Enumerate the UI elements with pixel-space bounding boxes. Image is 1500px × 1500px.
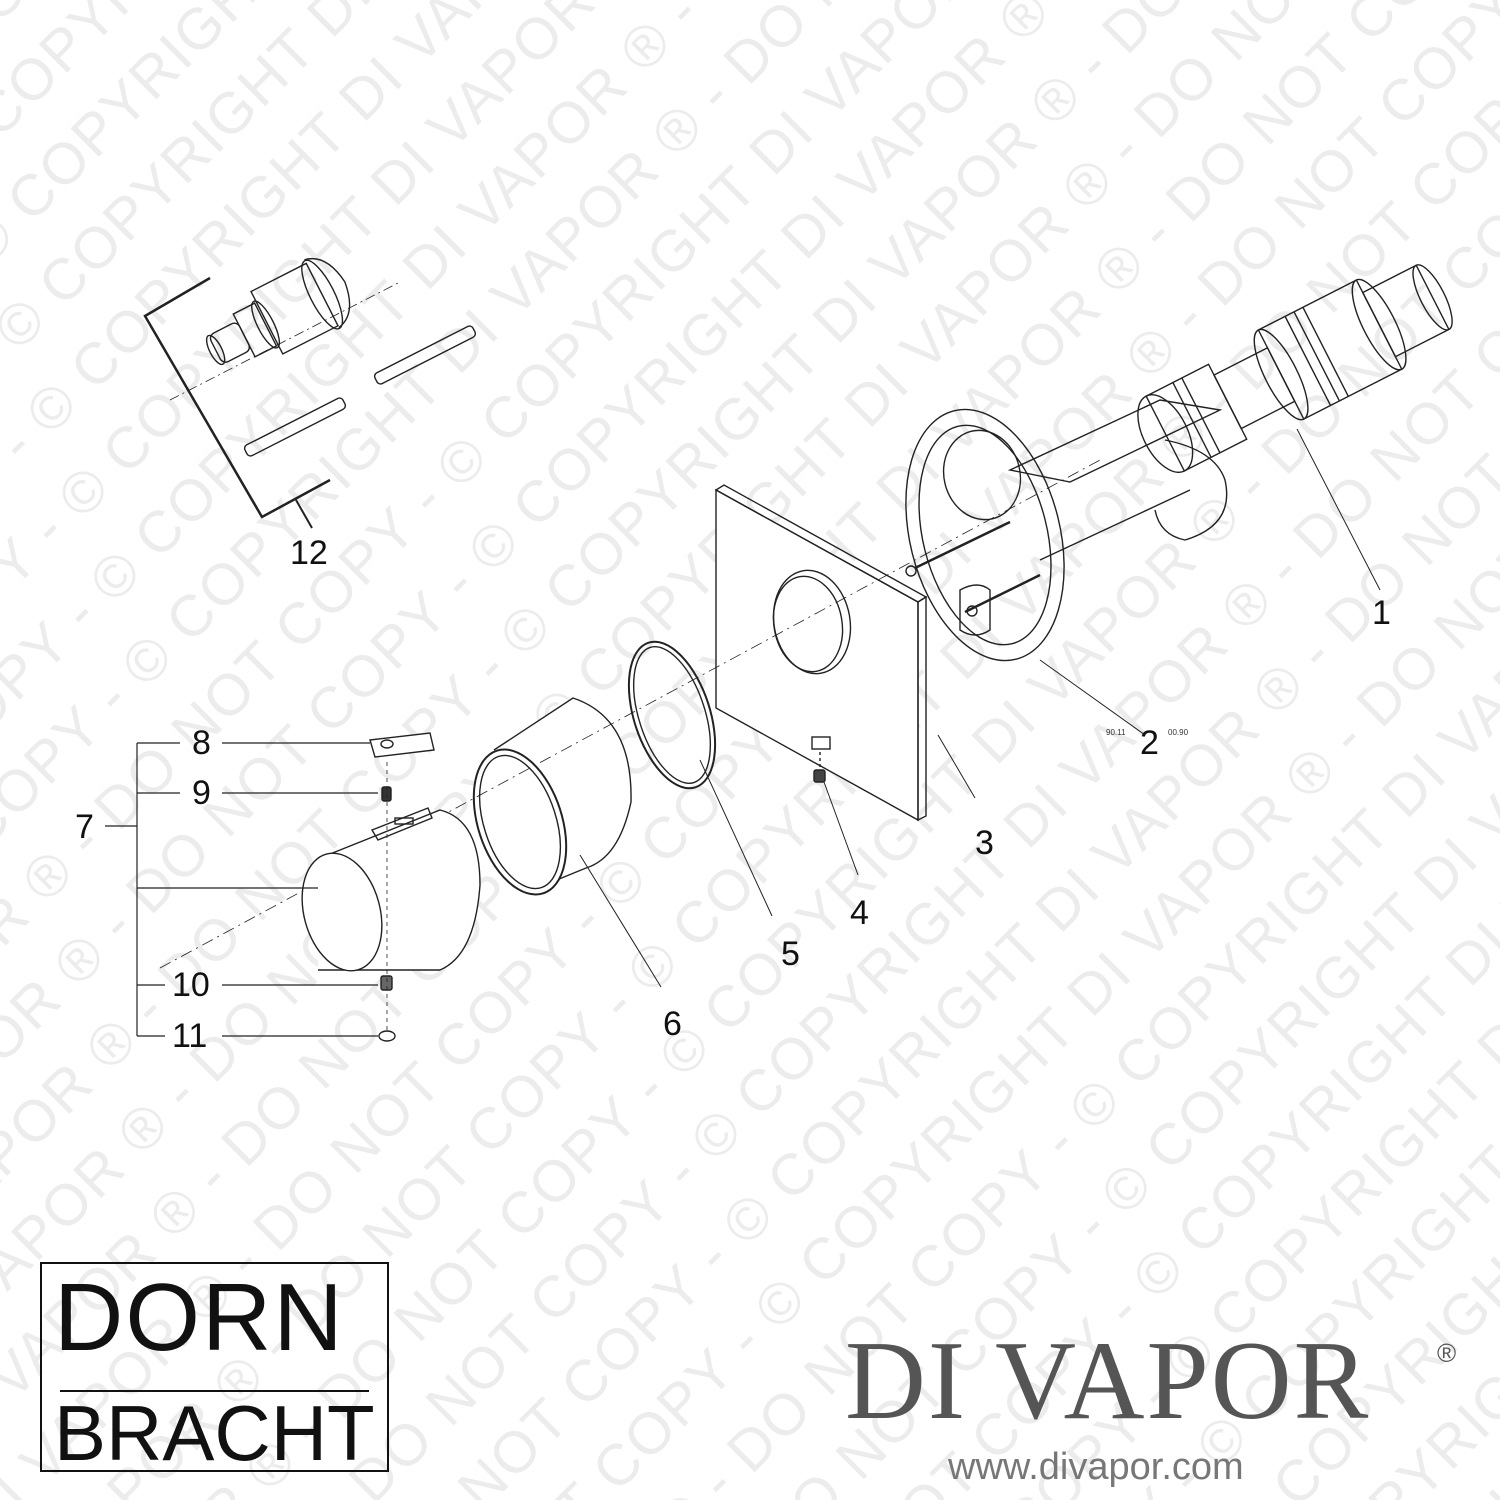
dornbracht-logo: DORN BRACHT	[40, 1262, 389, 1472]
callout-11: 11	[172, 1017, 208, 1055]
callout-5: 5	[781, 935, 800, 973]
registered-mark: ®	[1437, 1338, 1457, 1368]
part-6-sleeve	[472, 697, 662, 988]
callout-8: 8	[192, 724, 211, 762]
part-11-screw	[378, 1030, 396, 1042]
part-2-code-right: 00.90	[1168, 728, 1189, 737]
callout-4: 4	[850, 894, 869, 932]
dornbracht-logo-divider	[60, 1390, 369, 1392]
callout-10: 10	[172, 966, 210, 1004]
part-12-extension-set	[143, 258, 477, 529]
part-9-grub-screw	[381, 786, 392, 802]
part-3-cover-plate	[714, 484, 976, 822]
callout-leaders-7-11	[105, 742, 378, 1037]
part-5-o-ring	[627, 640, 773, 917]
callout-9: 9	[192, 774, 211, 812]
part-2-mounting-ring	[905, 399, 1228, 736]
part-1-cartridge	[1137, 264, 1453, 591]
dornbracht-logo-top: DORN	[54, 1264, 345, 1371]
part-8-cap	[369, 732, 435, 758]
callout-6: 6	[663, 1005, 682, 1043]
divapor-url[interactable]: www.divapor.com	[948, 1446, 1244, 1488]
callout-1: 1	[1372, 594, 1391, 632]
part-4-set-screw	[813, 752, 859, 876]
part-10-insert	[380, 975, 393, 991]
callout-2: 2	[1140, 724, 1159, 762]
divapor-logo: DI VAPOR	[845, 1319, 1371, 1443]
part-7-handle	[301, 807, 481, 972]
dornbracht-logo-bottom: BRACHT	[54, 1389, 375, 1477]
part-2-code-left: 90.11	[1106, 728, 1126, 737]
callout-7: 7	[75, 808, 94, 846]
callout-3: 3	[975, 824, 994, 862]
callout-12: 12	[290, 534, 328, 572]
